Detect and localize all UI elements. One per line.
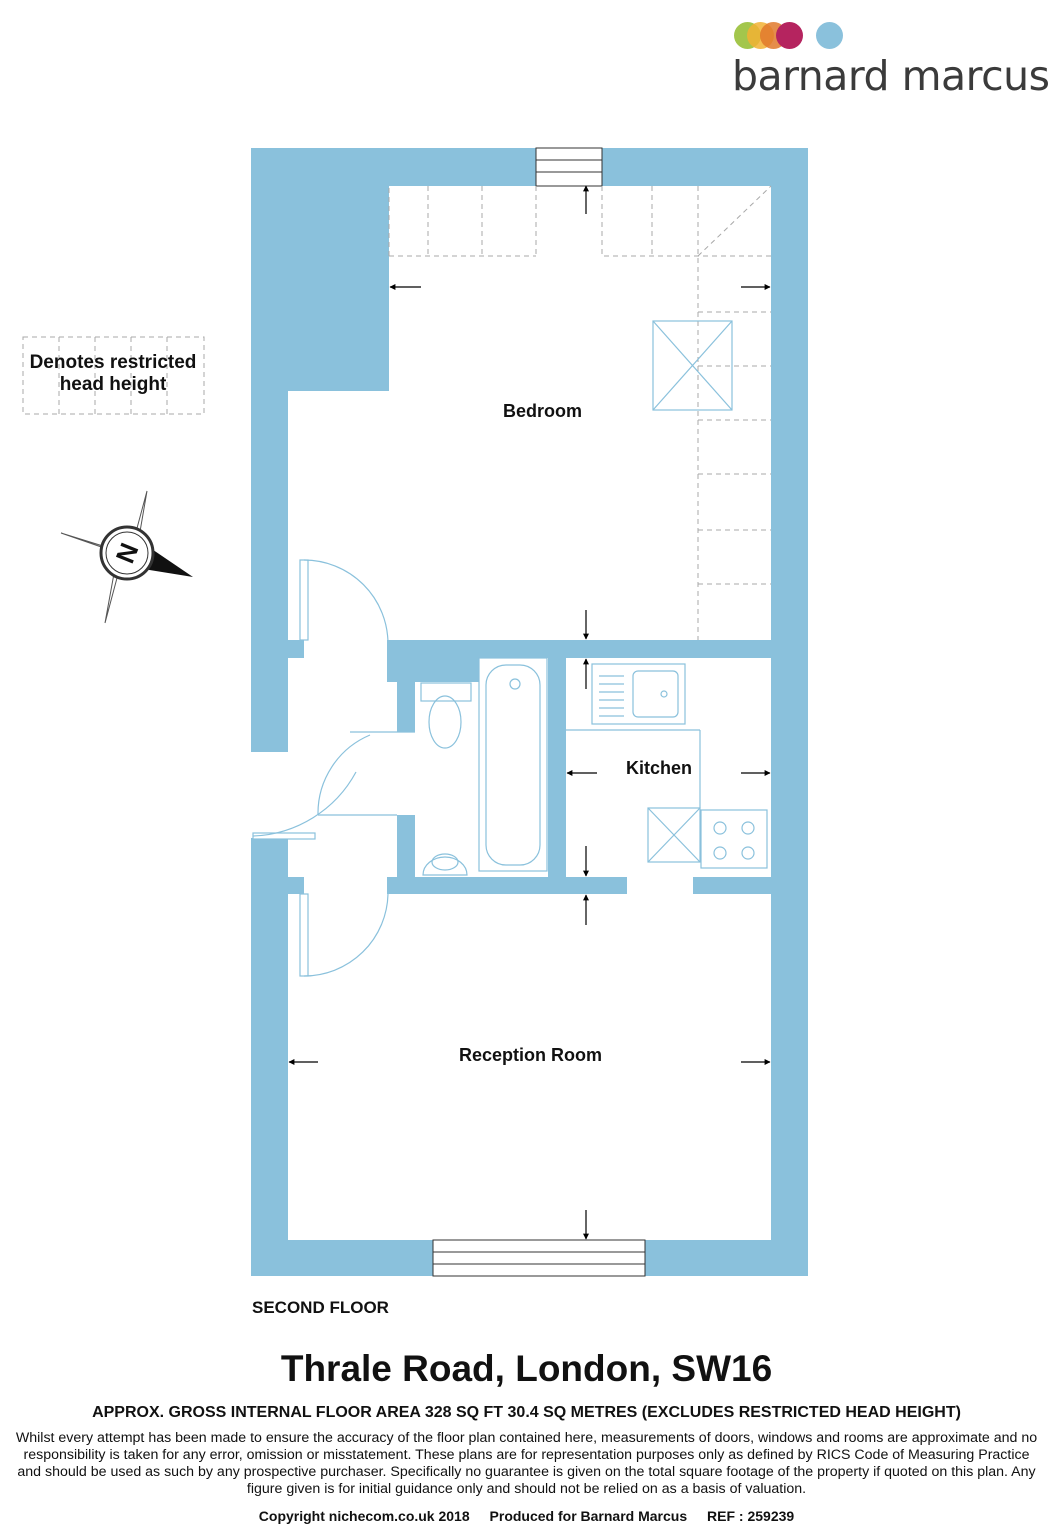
legend-line-2: head height <box>59 374 167 395</box>
logo-dot-5 <box>816 22 843 49</box>
toilet-icon <box>420 682 472 702</box>
area-statement: APPROX. GROSS INTERNAL FLOOR AREA 328 SQ… <box>92 1404 961 1421</box>
logo-dot-4 <box>776 22 803 49</box>
reception-window <box>432 1239 646 1277</box>
restricted-height-legend-box <box>22 336 205 415</box>
room-label-reception: Reception Room <box>459 1045 603 1065</box>
walls <box>251 148 808 1276</box>
disclaimer: Whilst every attempt has been made to en… <box>15 1430 1038 1497</box>
hob-icon <box>700 809 768 869</box>
produced-for: Produced for Barnard Marcus <box>489 1508 688 1524</box>
room-label-bedroom: Bedroom <box>503 401 583 421</box>
basin-icon <box>422 856 468 876</box>
bathtub-icon <box>478 657 548 872</box>
restricted-height-legend: Denotes restricted head height <box>22 352 204 396</box>
brand-name: barnard marcus <box>732 52 1050 100</box>
copyright: Copyright nichecom.co.uk 2018 <box>258 1508 470 1524</box>
doors <box>252 559 415 977</box>
reference: REF : 259239 <box>707 1508 795 1524</box>
restricted-height-area <box>388 185 772 640</box>
legend-line-1: Denotes restricted <box>29 352 197 373</box>
bathroom-fixtures <box>420 657 548 876</box>
skylight <box>652 320 733 411</box>
bedroom-window <box>535 147 603 187</box>
kitchen-fixtures <box>566 663 768 869</box>
property-address: Thrale Road, London, SW16 <box>280 1348 773 1389</box>
sink-icon <box>591 663 686 725</box>
brand-logo-dots <box>734 22 849 52</box>
floor-plan: N <box>22 147 808 1277</box>
footer: Copyright nichecom.co.uk 2018 Produced f… <box>0 1508 1053 1524</box>
room-label-kitchen: Kitchen <box>626 758 693 778</box>
compass-icon: N <box>60 490 193 624</box>
dimension-arrows <box>288 185 771 1240</box>
floor-name: SECOND FLOOR <box>252 1298 389 1317</box>
appliance-icon <box>647 807 701 863</box>
